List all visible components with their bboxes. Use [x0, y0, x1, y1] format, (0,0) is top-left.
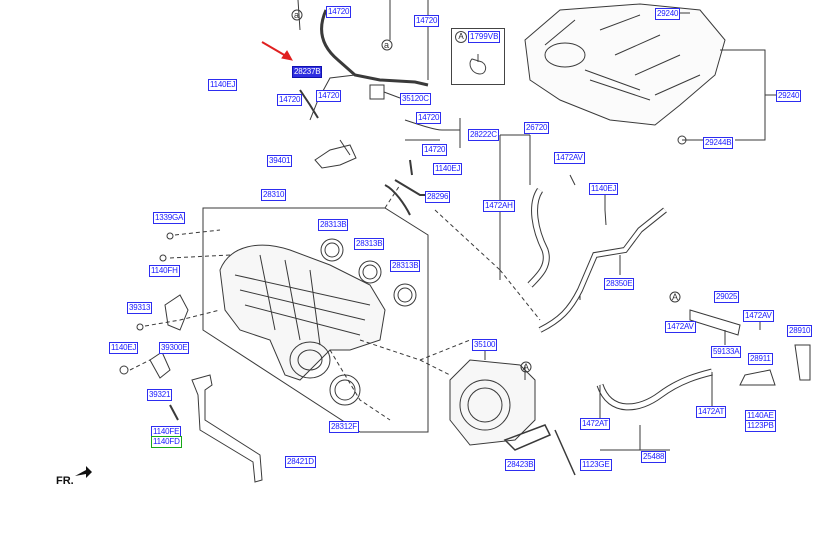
- legend-callout: A: [455, 31, 467, 43]
- part-label-28313b[interactable]: 28313B: [390, 260, 421, 272]
- part-label-1123pb[interactable]: 1123PB: [745, 420, 776, 432]
- part-label-1472av[interactable]: 1472AV: [554, 152, 585, 164]
- part-label-1472ah[interactable]: 1472AH: [483, 200, 515, 212]
- legend-box: A 1799VB: [451, 28, 505, 85]
- front-arrow: [75, 466, 92, 478]
- part-label-1140fh[interactable]: 1140FH: [149, 265, 180, 277]
- part-label-28911[interactable]: 28911: [748, 353, 773, 365]
- callout-a-top: a: [294, 10, 300, 20]
- part-label-39313[interactable]: 39313: [127, 302, 153, 314]
- part-label-1140ej[interactable]: 1140EJ: [208, 79, 238, 91]
- part-label-28312f[interactable]: 28312F: [329, 421, 359, 433]
- part-label-1339ga[interactable]: 1339GA: [153, 212, 186, 224]
- clamp-icon: [469, 54, 487, 75]
- part-label-1472av[interactable]: 1472AV: [665, 321, 696, 333]
- part-label-28222c[interactable]: 28222C: [468, 129, 499, 141]
- part-label-14720[interactable]: 14720: [414, 15, 440, 27]
- callout-a-throttle: A: [523, 362, 530, 372]
- part-label-28237b[interactable]: 28237B: [292, 66, 323, 78]
- bracket: [191, 374, 263, 483]
- part-label-14720[interactable]: 14720: [326, 6, 352, 18]
- part-label-28313b[interactable]: 28313B: [354, 238, 385, 250]
- part-label-1140fd[interactable]: 1140FD: [151, 436, 182, 448]
- part-label-1140ae[interactable]: 1140AE: [745, 410, 776, 422]
- part-label-1140ej[interactable]: 1140EJ: [433, 163, 463, 175]
- callout-a-mid: a: [384, 40, 390, 50]
- part-label-28296[interactable]: 28296: [425, 191, 451, 203]
- legend-part-number[interactable]: 1799VB: [468, 31, 501, 43]
- intake-manifold: [219, 244, 386, 381]
- intake-pipe: [538, 207, 667, 333]
- part-label-1140ej[interactable]: 1140EJ: [589, 183, 619, 195]
- part-label-29240[interactable]: 29240: [655, 8, 681, 20]
- part-label-39321[interactable]: 39321: [147, 389, 173, 401]
- part-label-39401[interactable]: 39401: [267, 155, 293, 167]
- engine-cover: [524, 3, 726, 126]
- part-label-14720[interactable]: 14720: [277, 94, 303, 106]
- part-label-29240[interactable]: 29240: [776, 90, 802, 102]
- part-label-1472at[interactable]: 1472AT: [696, 406, 727, 418]
- part-label-29244b[interactable]: 29244B: [703, 137, 734, 149]
- callout-a-right: A: [672, 292, 679, 302]
- part-label-1140ej[interactable]: 1140EJ: [109, 342, 139, 354]
- part-label-35100[interactable]: 35100: [472, 339, 498, 351]
- front-direction-label: FR.: [56, 475, 74, 487]
- part-label-25488[interactable]: 25488: [641, 451, 667, 463]
- part-label-14720[interactable]: 14720: [416, 112, 442, 124]
- part-label-1123ge[interactable]: 1123GE: [580, 459, 612, 471]
- part-label-29025[interactable]: 29025: [714, 291, 740, 303]
- part-label-28313b[interactable]: 28313B: [318, 219, 349, 231]
- throttle-body: [449, 359, 536, 446]
- part-label-14720[interactable]: 14720: [316, 90, 342, 102]
- part-label-26720[interactable]: 26720: [524, 122, 550, 134]
- part-label-28421d[interactable]: 28421D: [285, 456, 316, 468]
- part-label-39300e[interactable]: 39300E: [159, 342, 190, 354]
- grommet: [677, 135, 687, 145]
- part-label-14720[interactable]: 14720: [422, 144, 448, 156]
- part-label-1472av[interactable]: 1472AV: [743, 310, 774, 322]
- part-label-35120c[interactable]: 35120C: [400, 93, 431, 105]
- part-label-28350e[interactable]: 28350E: [604, 278, 635, 290]
- vacuum-hose: [320, 9, 429, 87]
- part-label-28310[interactable]: 28310: [261, 189, 287, 201]
- part-label-28910[interactable]: 28910: [787, 325, 813, 337]
- part-label-59133a[interactable]: 59133A: [711, 346, 742, 358]
- part-label-1472at[interactable]: 1472AT: [580, 418, 611, 430]
- part-label-28423b[interactable]: 28423B: [505, 459, 536, 471]
